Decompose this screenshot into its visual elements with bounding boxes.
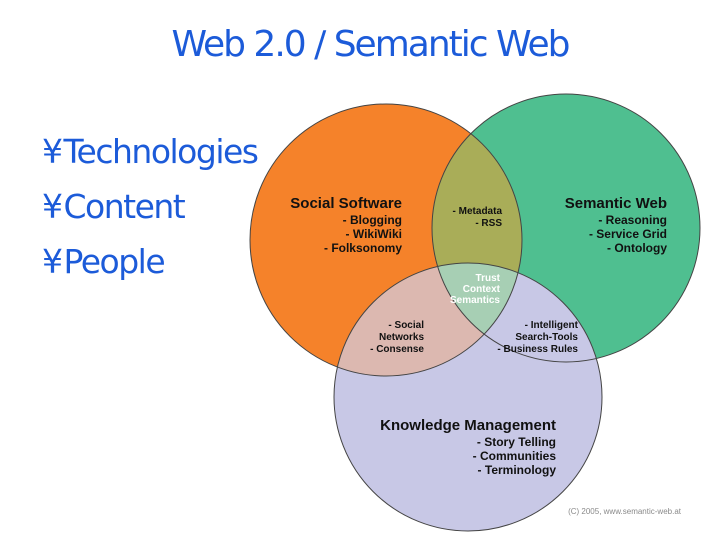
center-item: Context: [463, 284, 501, 295]
bullet-text: Content: [63, 187, 186, 226]
social-semantic-item: - Metadata: [453, 206, 503, 217]
social-software-item: - WikiWiki: [346, 227, 402, 241]
knowledge-management-outline: [333, 262, 603, 532]
knowledge-management-item: - Terminology: [478, 463, 557, 477]
semantic-web-item: - Ontology: [607, 241, 667, 255]
bullet-item: ¥Content: [42, 187, 258, 242]
center-item: Semantics: [450, 295, 500, 306]
bullet-item: ¥Technologies: [42, 132, 260, 187]
social-software-outline: [249, 103, 523, 377]
social-software-item: - Folksonomy: [324, 241, 402, 255]
social-software-item: - Blogging: [343, 213, 402, 227]
knowledge-management-heading: Knowledge Management: [380, 417, 556, 434]
social-knowledge-item: Networks: [379, 332, 424, 343]
semantic-web-item: - Service Grid: [589, 227, 667, 241]
copyright-notice: (C) 2005, www.semantic-web.at: [568, 507, 682, 516]
semantic-web-outline: [431, 93, 701, 363]
semantic-knowledge-item: - Business Rules: [497, 344, 578, 355]
bullet-item: ¥People: [42, 242, 258, 297]
social-software-heading: Social Software: [290, 195, 402, 212]
social-knowledge-item: - Social: [388, 320, 424, 331]
center-item: Trust: [476, 273, 501, 284]
bullet-text: Technologies: [63, 132, 260, 171]
semantic-knowledge-item: Search-Tools: [515, 332, 578, 343]
bullet-mark: ¥: [42, 187, 63, 226]
bullet-list: ¥Technologies ¥Content ¥People: [42, 132, 260, 297]
social-knowledge-item: - Consense: [370, 344, 424, 355]
knowledge-management-item: - Communities: [473, 449, 557, 463]
bullet-text: People: [63, 242, 166, 281]
slide-title: Web 2.0 / Semantic Web: [171, 24, 571, 65]
social-semantic-item: - RSS: [475, 218, 502, 229]
social-knowledge-overlap: [334, 263, 522, 376]
bullet-mark: ¥: [42, 132, 63, 171]
semantic-web-heading: Semantic Web: [565, 195, 667, 212]
semantic-knowledge-item: - Intelligent: [525, 320, 579, 331]
semantic-web-item: - Reasoning: [598, 213, 667, 227]
knowledge-management-item: - Story Telling: [477, 435, 556, 449]
bullet-mark: ¥: [42, 242, 63, 281]
